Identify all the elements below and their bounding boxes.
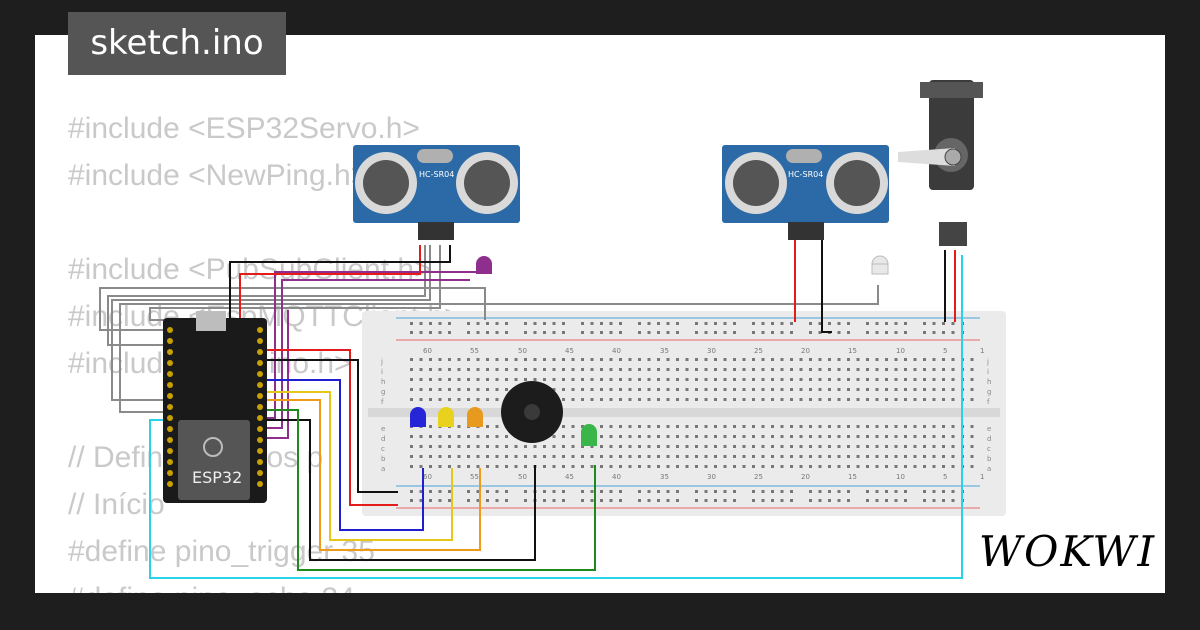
- led-purple: [476, 256, 492, 274]
- esp32-board: ESP32: [163, 311, 267, 503]
- breadboard-row-letter: a: [987, 465, 991, 473]
- breadboard-number: 35: [660, 347, 669, 355]
- breadboard-number: 35: [660, 473, 669, 481]
- breadboard-number: 5: [943, 347, 947, 355]
- sensor-1-label: HC-SR04: [419, 170, 454, 179]
- breadboard-number: 30: [707, 347, 716, 355]
- breadboard-number: 45: [565, 347, 574, 355]
- led-orange: [467, 407, 483, 427]
- breadboard-number: 15: [848, 347, 857, 355]
- breadboard-row-letter: c: [381, 445, 385, 453]
- breadboard-number: 25: [754, 473, 763, 481]
- breadboard-row-letter: i: [987, 368, 989, 376]
- breadboard-numbers-bottom: 60 55 50 45 40 35 30 25 20 15 10 5 1: [423, 473, 984, 481]
- breadboard-number: 40: [612, 347, 621, 355]
- ultrasonic-sensor-1: HC-SR04: [353, 145, 520, 240]
- breadboard-row-letter: h: [381, 378, 385, 386]
- breadboard-row-letter: a: [381, 465, 385, 473]
- breadboard-row-letter: f: [987, 398, 990, 406]
- breadboard-number: 5: [943, 473, 947, 481]
- breadboard-number: 55: [470, 473, 479, 481]
- breadboard-number: 40: [612, 473, 621, 481]
- breadboard-row-letter: j: [986, 358, 989, 366]
- breadboard-number: 55: [470, 347, 479, 355]
- led-blue: [410, 407, 426, 427]
- breadboard-row-letter: e: [987, 425, 991, 433]
- breadboard-number: 20: [801, 473, 810, 481]
- servo-motor: [898, 80, 983, 246]
- wokwi-logo: WOKWI: [975, 520, 1160, 584]
- breadboard-number: 30: [707, 473, 716, 481]
- breadboard-number: 10: [896, 347, 905, 355]
- breadboard-row-letter: e: [381, 425, 385, 433]
- led-yellow: [438, 407, 454, 427]
- code-line: // Início: [68, 488, 165, 521]
- ultrasonic-sensor-2: HC-SR04: [722, 145, 889, 240]
- breadboard-number: 1: [980, 473, 984, 481]
- breadboard-number: 1: [980, 347, 984, 355]
- breadboard-number: 45: [565, 473, 574, 481]
- code-line: #include <NewPing.h>: [68, 159, 369, 192]
- breadboard-row-letter: i: [381, 368, 383, 376]
- breadboard-number: 10: [896, 473, 905, 481]
- code-line: #include <PubSubClient.h>: [68, 253, 432, 286]
- breadboard-row-letter: d: [381, 435, 385, 443]
- breadboard-row-letter: j: [380, 358, 383, 366]
- breadboard-number: 50: [518, 347, 527, 355]
- file-tab[interactable]: sketch.ino: [68, 12, 286, 75]
- led-white: [871, 255, 889, 275]
- wires: [99, 240, 963, 579]
- breadboard-row-letter: g: [381, 388, 385, 396]
- led-green: [581, 424, 597, 446]
- breadboard-row-letter: c: [987, 445, 991, 453]
- breadboard-numbers-top: 60 55 50 45 40 35 30 25 20 15 10 5 1: [423, 347, 984, 355]
- breadboard-row-letter: b: [381, 455, 386, 463]
- breadboard-number: 25: [754, 347, 763, 355]
- esp32-label: ESP32: [192, 468, 242, 487]
- breadboard-row-letter: g: [987, 388, 991, 396]
- breadboard-number: 15: [848, 473, 857, 481]
- breadboard-number: 20: [801, 347, 810, 355]
- breadboard-number: 60: [423, 473, 432, 481]
- breadboard-row-letter: f: [381, 398, 384, 406]
- code-line: #include <ESP32Servo.h>: [68, 112, 420, 145]
- buzzer: [501, 381, 563, 443]
- sensor-2-label: HC-SR04: [788, 170, 823, 179]
- code-line: #define pino_echo 34: [68, 575, 462, 593]
- wokwi-logo-text: WOKWI: [978, 527, 1157, 576]
- breadboard-number: 50: [518, 473, 527, 481]
- breadboard-number: 60: [423, 347, 432, 355]
- breadboard-row-letter: d: [987, 435, 991, 443]
- breadboard-row-letter: h: [987, 378, 991, 386]
- breadboard-row-letter: b: [987, 455, 992, 463]
